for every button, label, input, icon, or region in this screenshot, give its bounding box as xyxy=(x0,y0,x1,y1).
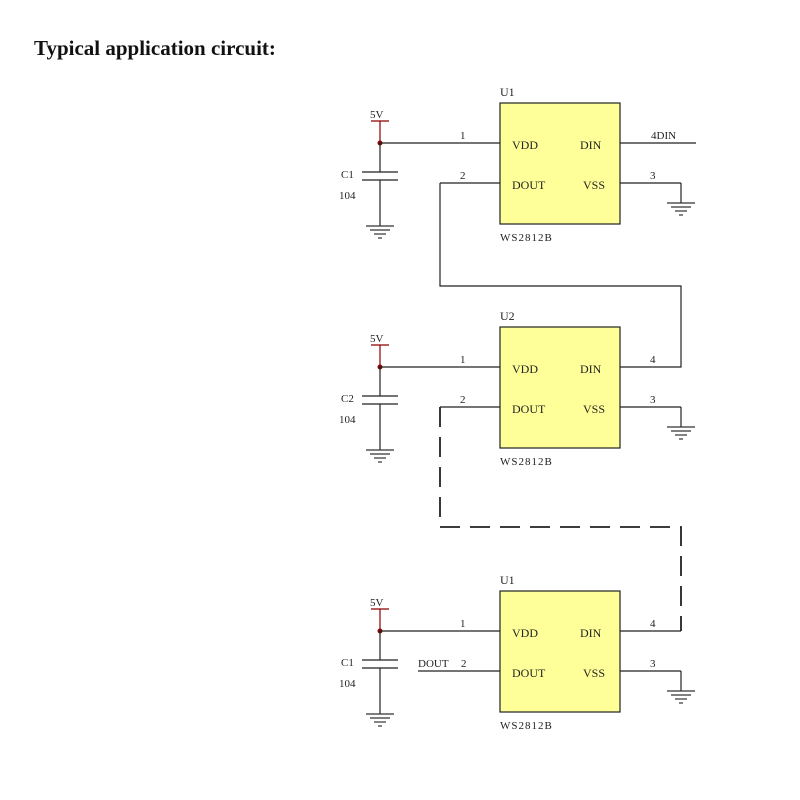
pin-number-din: 4 xyxy=(650,354,656,366)
pin-label-din: DIN xyxy=(580,138,602,152)
pin-number-vss: 3 xyxy=(650,658,656,670)
page-heading: Typical application circuit: xyxy=(34,36,276,60)
pin-label-vss: VSS xyxy=(583,666,605,680)
pin-label-din: DIN xyxy=(580,362,602,376)
chip-part-label: WS2812B xyxy=(500,720,553,732)
dout-net-label: DOUT xyxy=(418,658,449,670)
ws2812b-chip xyxy=(499,326,621,449)
ground-icon xyxy=(366,449,394,463)
pin-label-dout: DOUT xyxy=(512,178,546,192)
pin-number-din: 4 xyxy=(650,618,656,630)
ground-icon xyxy=(667,426,695,440)
pin-label-vdd: VDD xyxy=(512,626,538,640)
chip-ref-label: U1 xyxy=(500,85,515,99)
capacitor-ref-label: C2 xyxy=(341,393,354,405)
capacitor-value-label: 104 xyxy=(339,190,356,202)
pin-label-dout: DOUT xyxy=(512,666,546,680)
supply-label: 5V xyxy=(370,597,384,609)
supply-label: 5V xyxy=(370,333,384,345)
ws2812b-chip xyxy=(499,102,621,225)
ground-icon xyxy=(667,690,695,704)
pin-number-dout: 2 xyxy=(461,658,467,670)
pin-label-vdd: VDD xyxy=(512,362,538,376)
chip-ref-label: U2 xyxy=(500,309,515,323)
pin-label-vdd: VDD xyxy=(512,138,538,152)
supply-label: 5V xyxy=(370,109,384,121)
ground-icon xyxy=(366,225,394,239)
pin-number-dout: 2 xyxy=(460,170,466,182)
dashed-chain-wire xyxy=(439,407,682,631)
capacitor-value-label: 104 xyxy=(339,414,356,426)
circuit-block-1: 5V 1 C1 104 U1 VDD DIN DOUT xyxy=(339,85,696,244)
circuit-block-2: 5V 1 C2 104 U2 VDD DIN DOUT VSS W xyxy=(339,309,695,468)
pin-number-vdd: 1 xyxy=(460,130,466,142)
pin-number-vdd: 1 xyxy=(460,618,466,630)
pin-number-vss: 3 xyxy=(650,170,656,182)
pin-label-vss: VSS xyxy=(583,402,605,416)
pin-number-vss: 3 xyxy=(650,394,656,406)
din-net-label: 4DIN xyxy=(651,130,676,142)
pin-number-vdd: 1 xyxy=(460,354,466,366)
pin-number-dout: 2 xyxy=(460,394,466,406)
chip-part-label: WS2812B xyxy=(500,232,553,244)
pin-label-dout: DOUT xyxy=(512,402,546,416)
chip-part-label: WS2812B xyxy=(500,456,553,468)
pin-label-din: DIN xyxy=(580,626,602,640)
circuit-block-3: 5V 1 C1 104 U1 VDD DIN DOUT VSS W xyxy=(339,573,695,732)
capacitor-ref-label: C1 xyxy=(341,657,354,669)
data-chain-wire xyxy=(439,183,682,368)
pin-label-vss: VSS xyxy=(583,178,605,192)
ground-icon xyxy=(667,202,695,216)
ws2812b-chip xyxy=(499,590,621,713)
capacitor-value-label: 104 xyxy=(339,678,356,690)
chip-ref-label: U1 xyxy=(500,573,515,587)
capacitor-ref-label: C1 xyxy=(341,169,354,181)
ground-icon xyxy=(366,713,394,727)
